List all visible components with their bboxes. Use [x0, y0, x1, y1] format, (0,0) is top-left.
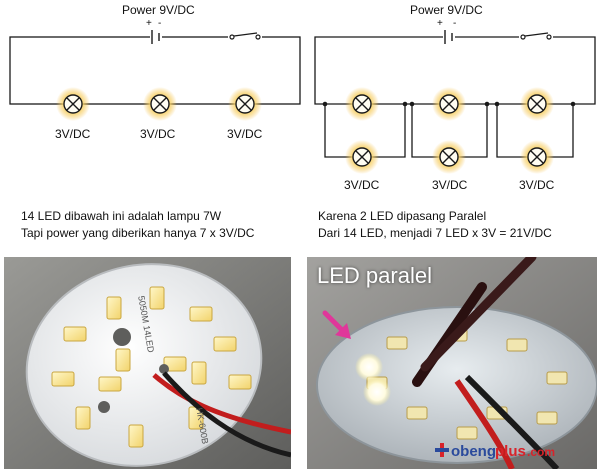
pink-arrow-icon	[322, 310, 351, 339]
right-switch-symbol	[519, 32, 553, 42]
left-note-line-2: Tapi power yang diberikan hanya 7 x 3V/D…	[21, 226, 255, 240]
left-led-label-2: 3V/DC	[140, 127, 176, 141]
right-junction-dots	[322, 101, 576, 107]
circuit-diagrams	[9, 30, 596, 175]
right-note-line-2: Dari 14 LED, menjadi 7 LED x 3V = 21V/DC	[318, 226, 552, 240]
left-led-lamp-1	[55, 86, 91, 122]
right-led-lamp-bottom-3	[519, 139, 555, 175]
watermark-suffix: .com	[527, 445, 556, 459]
left-note-line-1: 14 LED dibawah ini adalah lampu 7W	[21, 209, 222, 223]
left-battery-symbol	[150, 30, 162, 44]
right-battery-symbol	[443, 30, 455, 44]
watermark-prefix: obeng	[451, 443, 496, 460]
left-photo-illustration	[4, 257, 291, 469]
right-polarity-plus: +	[437, 18, 443, 29]
left-led-lamp-3	[227, 86, 263, 122]
left-led-label-1: 3V/DC	[55, 127, 91, 141]
right-led-label-3: 3V/DC	[519, 178, 555, 192]
plus-icon	[435, 443, 449, 457]
right-led-board-photo: LED paralel obeng plus .com	[307, 257, 597, 469]
left-led-label-3: 3V/DC	[227, 127, 263, 141]
left-led-lamp-2	[142, 86, 178, 122]
right-led-label-1: 3V/DC	[344, 178, 380, 192]
right-led-lamp-bottom-1	[344, 139, 380, 175]
watermark-main: plus	[495, 443, 526, 460]
right-led-lamp-top-1	[344, 86, 380, 122]
right-led-lamp-bottom-2	[431, 139, 467, 175]
right-photo-illustration	[307, 257, 597, 469]
left-polarity-minus: -	[158, 18, 162, 29]
right-power-label: Power 9V/DC	[410, 3, 483, 17]
left-led-board-photo: 5050M 14LED HK-600B	[4, 257, 291, 469]
left-power-label: Power 9V/DC	[122, 3, 195, 17]
led-paralel-label: LED paralel	[317, 263, 432, 288]
left-polarity-plus: +	[146, 18, 152, 29]
right-polarity-minus: -	[453, 18, 457, 29]
right-note-line-1: Karena 2 LED dipasang Paralel	[318, 209, 487, 223]
right-led-lamp-top-2	[431, 86, 467, 122]
left-switch-symbol	[228, 32, 262, 42]
right-led-label-2: 3V/DC	[432, 178, 468, 192]
right-led-lamp-top-3	[519, 86, 555, 122]
